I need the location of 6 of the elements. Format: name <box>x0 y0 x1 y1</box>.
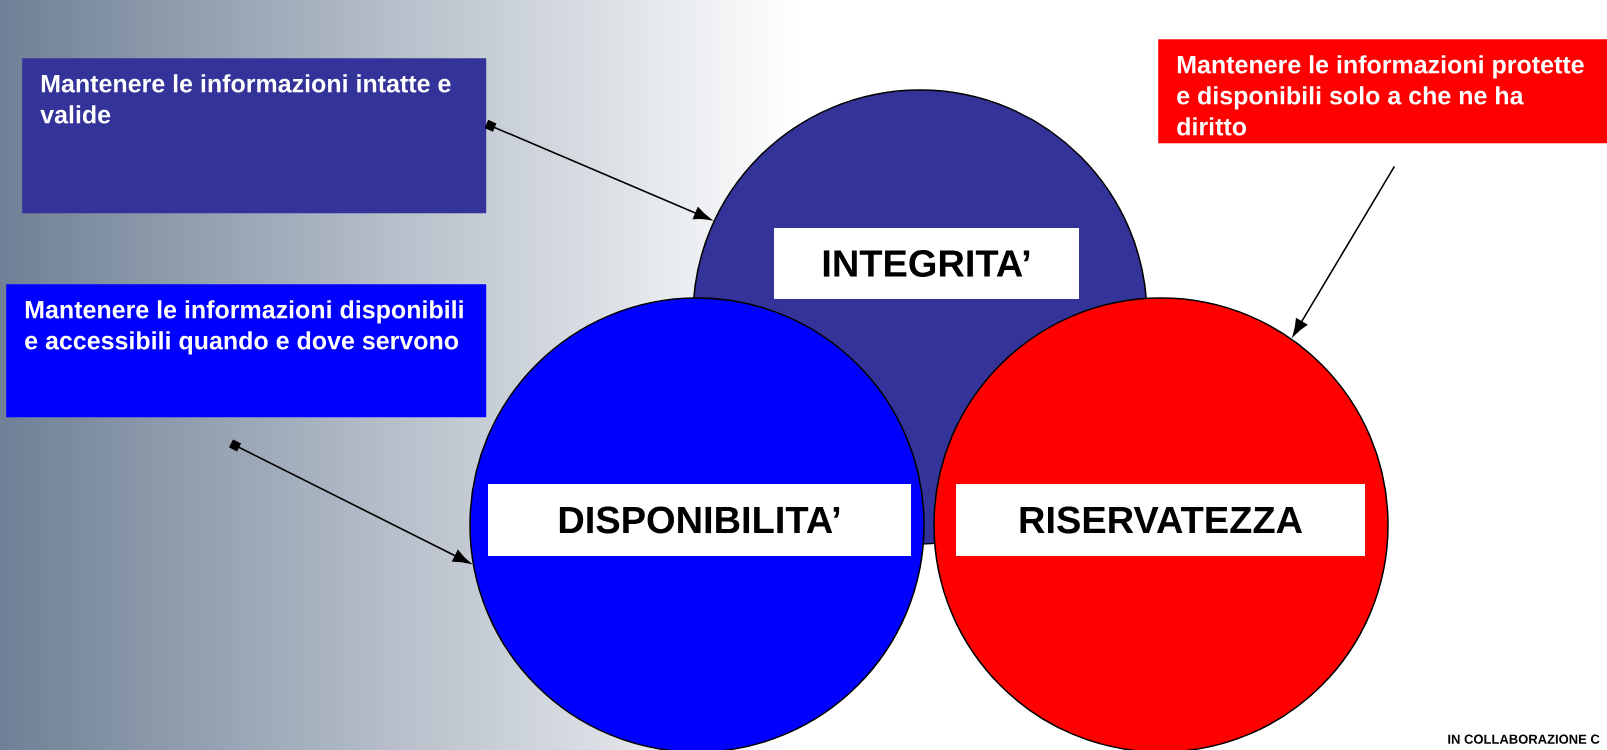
text-box: Mantenere le informazioni disponibili e accessibili quando e dove servono <box>6 284 487 418</box>
arrow <box>229 439 471 564</box>
footer-text: IN COLLABORAZIONE C <box>1448 734 1600 744</box>
text-box: Mantenere le informazioni protette e disponibili solo a che ne ha diritto <box>1158 39 1607 144</box>
text-box: Mantenere le informazioni intatte e valide <box>22 58 487 214</box>
arrow <box>1292 165 1396 337</box>
